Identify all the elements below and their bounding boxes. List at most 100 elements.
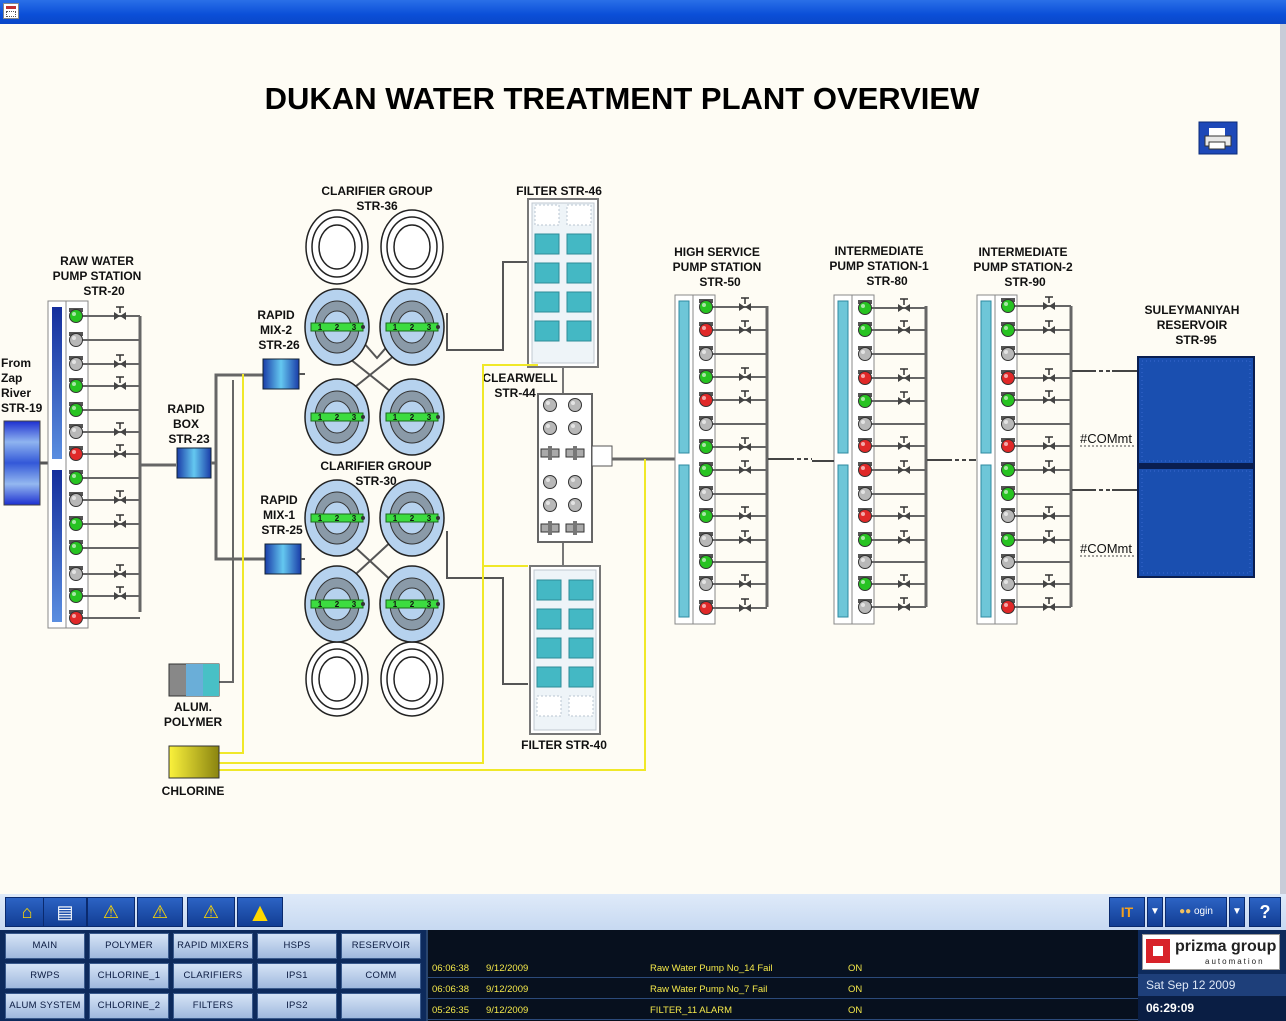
pump-icon[interactable] — [858, 393, 872, 408]
valve-icon[interactable] — [898, 436, 910, 450]
filter-cell[interactable] — [566, 320, 592, 342]
pump-icon[interactable] — [858, 370, 872, 385]
valve-icon[interactable] — [1043, 597, 1055, 611]
valve-icon[interactable] — [898, 368, 910, 382]
filter-cell[interactable] — [534, 262, 560, 284]
pump-icon[interactable] — [69, 308, 83, 323]
clearwell-pump-icon[interactable] — [543, 498, 557, 512]
pump-icon[interactable] — [858, 554, 872, 569]
nav-polymer-button[interactable]: POLYMER — [89, 933, 169, 959]
pump-icon[interactable] — [1001, 532, 1015, 547]
valve-icon[interactable] — [114, 444, 126, 458]
filter-cell[interactable] — [536, 637, 562, 659]
valve-icon[interactable] — [898, 460, 910, 474]
valve-icon[interactable] — [1043, 390, 1055, 404]
pump-icon[interactable] — [69, 332, 83, 347]
clearwell-pump-icon[interactable] — [543, 475, 557, 489]
pump-icon[interactable] — [69, 402, 83, 417]
pump-icon[interactable] — [699, 508, 713, 523]
valve-icon[interactable] — [739, 297, 751, 311]
pump-icon[interactable] — [69, 378, 83, 393]
valve-icon[interactable] — [739, 367, 751, 381]
nav-comm-button[interactable]: COMM — [341, 963, 421, 989]
raw-water-pump-station[interactable] — [47, 300, 176, 629]
clarifier-unit-offline[interactable] — [305, 641, 369, 717]
valve-icon[interactable] — [1043, 460, 1055, 474]
filter-cell[interactable] — [568, 637, 594, 659]
pump-icon[interactable] — [858, 416, 872, 431]
clearwell-pump-icon[interactable] — [568, 498, 582, 512]
pump-icon[interactable] — [858, 576, 872, 591]
nav-chlorine-1-button[interactable]: CHLORINE_1 — [89, 963, 169, 989]
pump-icon[interactable] — [69, 610, 83, 625]
nav-main-button[interactable]: MAIN — [5, 933, 85, 959]
warning-button[interactable]: ▲ — [237, 897, 283, 927]
clearwell-pump-icon[interactable] — [568, 475, 582, 489]
pump-icon[interactable] — [699, 576, 713, 591]
pump-icon[interactable] — [699, 439, 713, 454]
clearwell-pump-icon[interactable] — [568, 398, 582, 412]
valve-icon[interactable] — [114, 490, 126, 504]
alarm-row[interactable]: 05:26:35 9/12/2009 FILTER_11 ALARM ON — [428, 999, 1138, 1020]
pump-icon[interactable] — [1001, 298, 1015, 313]
pump-icon[interactable] — [699, 462, 713, 477]
nav-blank-button[interactable] — [341, 993, 421, 1019]
print-button[interactable] — [1198, 121, 1238, 155]
rapid-mix-2[interactable] — [262, 358, 300, 390]
pump-icon[interactable] — [69, 492, 83, 507]
alarm-computer-button[interactable]: ⚠ — [87, 897, 135, 927]
pump-icon[interactable] — [1001, 392, 1015, 407]
valve-icon[interactable] — [739, 506, 751, 520]
alum-polymer-tank[interactable] — [168, 663, 220, 697]
filter-cell-offline[interactable] — [536, 695, 562, 717]
valve-icon[interactable] — [114, 586, 126, 600]
valve-icon[interactable] — [739, 320, 751, 334]
filter-cell[interactable] — [568, 608, 594, 630]
pump-icon[interactable] — [1001, 346, 1015, 361]
pump-icon[interactable] — [69, 424, 83, 439]
valve-icon[interactable] — [114, 514, 126, 528]
rapid-mix-1[interactable] — [264, 543, 302, 575]
trend-button[interactable]: ▤ — [43, 897, 87, 927]
pump-icon[interactable] — [69, 356, 83, 371]
pump-icon[interactable] — [1001, 599, 1015, 614]
alarm-row[interactable]: 06:06:38 9/12/2009 Raw Water Pump No_7 F… — [428, 978, 1138, 999]
nav-rapid-mixers-button[interactable]: RAPID MIXERS — [173, 933, 253, 959]
valve-icon[interactable] — [114, 422, 126, 436]
pump-icon[interactable] — [1001, 486, 1015, 501]
pump-icon[interactable] — [699, 322, 713, 337]
pump-icon[interactable] — [1001, 370, 1015, 385]
clarifier-unit-offline[interactable] — [380, 641, 444, 717]
nav-chlorine-2-button[interactable]: CHLORINE_2 — [89, 993, 169, 1019]
pump-icon[interactable] — [858, 346, 872, 361]
clearwell-motor-icon[interactable] — [540, 446, 560, 460]
filter-cell[interactable] — [536, 666, 562, 688]
pump-icon[interactable] — [699, 299, 713, 314]
filter-cell[interactable] — [536, 579, 562, 601]
pump-icon[interactable] — [699, 554, 713, 569]
filter-cell[interactable] — [534, 233, 560, 255]
valve-icon[interactable] — [114, 306, 126, 320]
valve-icon[interactable] — [1043, 530, 1055, 544]
nav-hsps-button[interactable]: HSPS — [257, 933, 337, 959]
pump-icon[interactable] — [1001, 322, 1015, 337]
alarm-report-button[interactable]: ⚠ — [187, 897, 235, 927]
valve-icon[interactable] — [1043, 574, 1055, 588]
rapid-box[interactable] — [176, 447, 212, 479]
valve-icon[interactable] — [1043, 368, 1055, 382]
intermediate-pump-station-2[interactable] — [976, 294, 1073, 625]
pump-icon[interactable] — [69, 588, 83, 603]
clearwell-str-44[interactable] — [537, 393, 676, 543]
valve-icon[interactable] — [739, 574, 751, 588]
valve-icon[interactable] — [898, 506, 910, 520]
pump-icon[interactable] — [858, 438, 872, 453]
valve-icon[interactable] — [114, 376, 126, 390]
filter-cell[interactable] — [536, 608, 562, 630]
clarifier-unit-offline[interactable] — [305, 209, 369, 285]
